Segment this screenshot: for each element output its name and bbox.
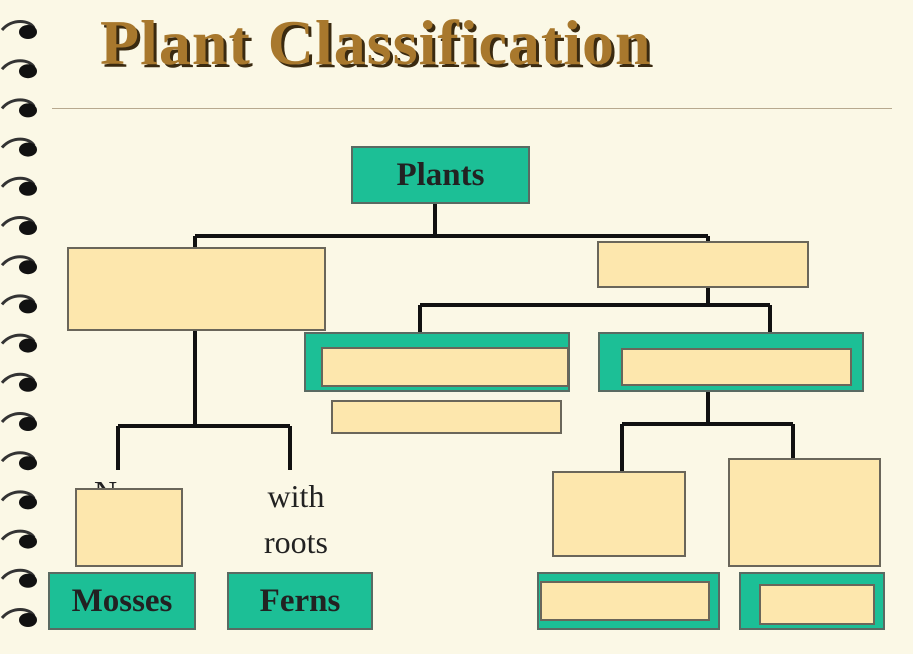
spiral-hole bbox=[19, 456, 37, 471]
spiral-hole bbox=[19, 103, 37, 118]
spiral-hole bbox=[19, 299, 37, 314]
node-plants-label: Plants bbox=[396, 156, 485, 193]
spiral-hole bbox=[19, 260, 37, 275]
node-bottom-right-1-blank bbox=[540, 581, 710, 621]
spiral-hole bbox=[19, 377, 37, 392]
page-title: Plant Classification bbox=[100, 7, 652, 78]
node-ferns-label: Ferns bbox=[259, 582, 341, 619]
node-right-blank bbox=[597, 241, 809, 288]
spiral-hole bbox=[19, 417, 37, 431]
label-roots: roots bbox=[264, 524, 328, 560]
spiral-hole bbox=[19, 573, 37, 588]
spiral-hole bbox=[19, 495, 37, 510]
node-mosses: Mosses bbox=[48, 572, 196, 630]
node-mid-right-blank bbox=[621, 348, 852, 386]
notebook-spiral bbox=[0, 20, 37, 627]
node-mid-left-subblank bbox=[331, 400, 562, 434]
node-ferns: Ferns bbox=[227, 572, 373, 630]
node-left-blank bbox=[67, 247, 326, 331]
spiral-hole bbox=[19, 534, 37, 549]
node-mosses-label: Mosses bbox=[71, 582, 173, 619]
node-bottom-right-2-blank bbox=[759, 584, 875, 625]
title-divider bbox=[52, 108, 892, 109]
node-right-leaf-right-blank bbox=[728, 458, 881, 567]
node-mid-left-blank bbox=[321, 347, 569, 387]
spiral-hole bbox=[19, 64, 37, 79]
node-mosses-description-blank bbox=[75, 488, 183, 567]
spiral-hole bbox=[19, 25, 37, 39]
node-plants: Plants bbox=[351, 146, 530, 204]
spiral-hole bbox=[19, 221, 37, 235]
node-right-leaf-left-blank bbox=[552, 471, 686, 557]
spiral-hole bbox=[19, 613, 37, 627]
spiral-hole bbox=[19, 142, 37, 157]
label-with: with bbox=[267, 478, 325, 514]
spiral-hole bbox=[19, 338, 37, 353]
spiral-hole bbox=[19, 181, 37, 196]
